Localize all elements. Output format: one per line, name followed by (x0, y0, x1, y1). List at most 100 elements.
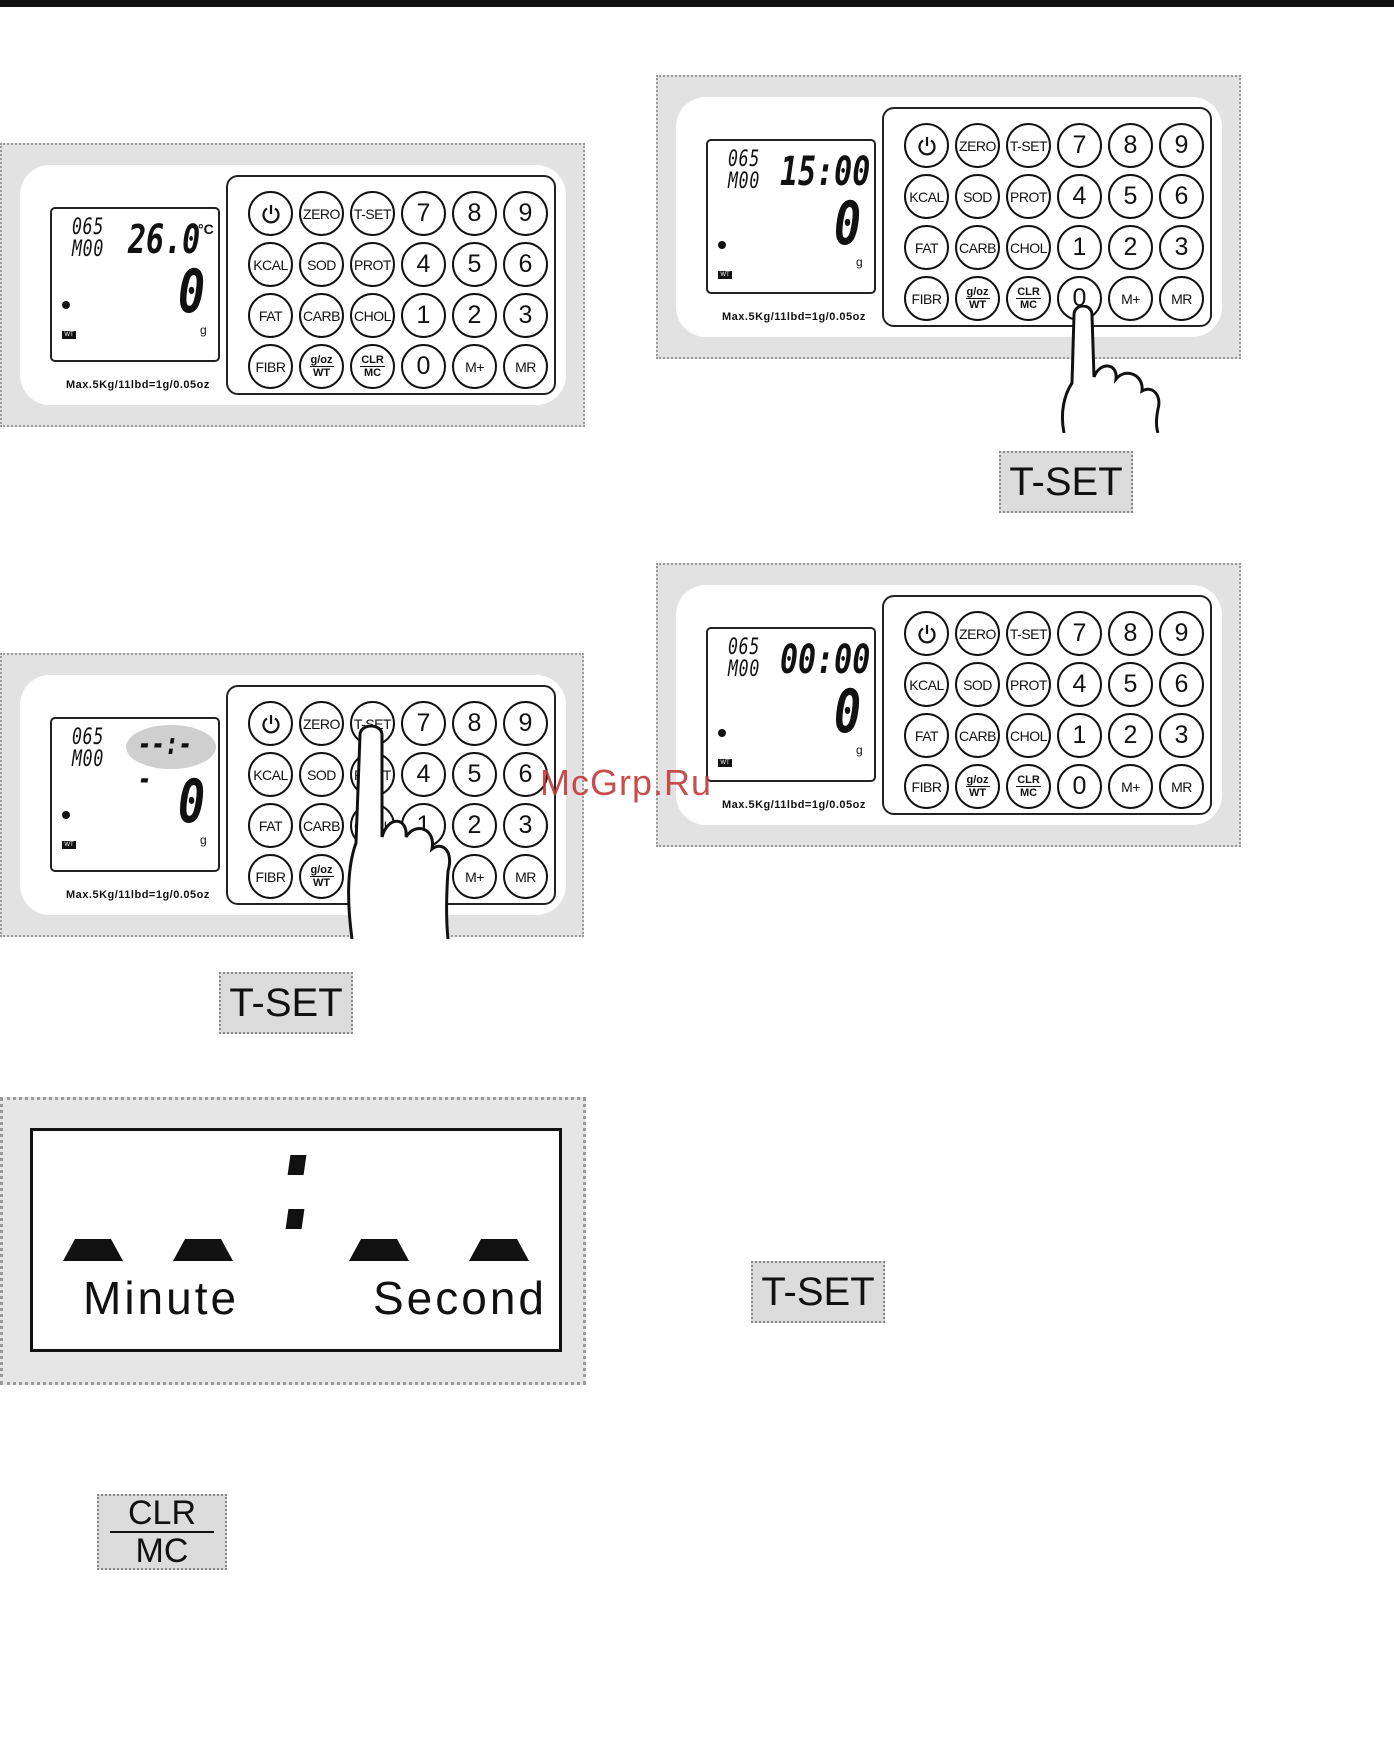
t-set-button[interactable]: T-SET (1006, 611, 1051, 656)
m-button[interactable]: M+ (1108, 764, 1153, 809)
power-button[interactable] (248, 701, 293, 746)
digit-7-button[interactable]: 7 (401, 191, 446, 236)
kcal-button[interactable]: KCAL (248, 242, 293, 287)
digit-9-button[interactable]: 9 (503, 191, 548, 236)
digit-5-button[interactable]: 5 (1108, 174, 1153, 219)
kcal-button[interactable]: KCAL (248, 752, 293, 797)
digit-9-button[interactable]: 9 (1159, 611, 1204, 656)
digit-3-button[interactable]: 3 (503, 293, 548, 338)
carb-button[interactable]: CARB (299, 803, 344, 848)
key-label: 5 (467, 760, 482, 788)
digit-4-button[interactable]: 4 (1057, 662, 1102, 707)
digit-7-button[interactable]: 7 (401, 701, 446, 746)
digit-5-button[interactable]: 5 (1108, 662, 1153, 707)
clr-label: CLR (109, 1495, 215, 1533)
digit-2-button[interactable]: 2 (1108, 225, 1153, 270)
sod-button[interactable]: SOD (299, 242, 344, 287)
mr-button[interactable]: MR (1159, 276, 1204, 321)
sod-button[interactable]: SOD (955, 662, 1000, 707)
fibr-button[interactable]: FIBR (248, 344, 293, 389)
digit-9-button[interactable]: 9 (503, 701, 548, 746)
prot-button[interactable]: PROT (1006, 662, 1051, 707)
mr-button[interactable]: MR (503, 344, 548, 389)
t-set-button[interactable]: T-SET (1006, 123, 1051, 168)
digit-1-button[interactable]: 1 (1057, 713, 1102, 758)
digit-5-button[interactable]: 5 (452, 752, 497, 797)
digit-0-button[interactable]: 0 (401, 344, 446, 389)
digit-6-button[interactable]: 6 (1159, 174, 1204, 219)
digit-2-button[interactable]: 2 (452, 293, 497, 338)
chol-button[interactable]: CHOL (1006, 713, 1051, 758)
kcal-button[interactable]: KCAL (904, 174, 949, 219)
scale-panel-3: 065 M00 15:00 0 g WT Max.5Kg/11lbd=1g/0.… (656, 75, 1241, 433)
fat-button[interactable]: FAT (904, 225, 949, 270)
power-button[interactable] (248, 191, 293, 236)
sod-button[interactable]: SOD (955, 174, 1000, 219)
fibr-button[interactable]: FIBR (904, 276, 949, 321)
mr-button[interactable]: MR (1159, 764, 1204, 809)
zero-button[interactable]: ZERO (955, 611, 1000, 656)
digit-3-button[interactable]: 3 (1159, 713, 1204, 758)
zero-button[interactable]: ZERO (299, 701, 344, 746)
key-label: KCAL (253, 766, 288, 783)
digit-1-button[interactable]: 1 (1057, 225, 1102, 270)
digit-3-button[interactable]: 3 (1159, 225, 1204, 270)
prot-button[interactable]: PROT (1006, 174, 1051, 219)
digit-8-button[interactable]: 8 (452, 701, 497, 746)
power-icon (261, 204, 280, 223)
fat-button[interactable]: FAT (904, 713, 949, 758)
power-button[interactable] (904, 611, 949, 656)
m-button[interactable]: M+ (1108, 276, 1153, 321)
key-label: 7 (416, 709, 431, 737)
food-code: 065 (728, 635, 761, 660)
lcd-display: 065 M00 00:00 0 g WT (706, 627, 876, 782)
key-label: 9 (1174, 619, 1189, 647)
fibr-button[interactable]: FIBR (904, 764, 949, 809)
digit-3-button[interactable]: 3 (503, 803, 548, 848)
key-label: 7 (1072, 619, 1087, 647)
chol-button[interactable]: CHOL (1006, 225, 1051, 270)
fat-button[interactable]: FAT (248, 803, 293, 848)
digit-8-button[interactable]: 8 (1108, 123, 1153, 168)
digit-6-button[interactable]: 6 (503, 752, 548, 797)
digit-4-button[interactable]: 4 (401, 242, 446, 287)
power-button[interactable] (904, 123, 949, 168)
digit-9-button[interactable]: 9 (1159, 123, 1204, 168)
mr-button[interactable]: MR (503, 854, 548, 899)
kcal-button[interactable]: KCAL (904, 662, 949, 707)
chol-button[interactable]: CHOL (350, 293, 395, 338)
fibr-button[interactable]: FIBR (248, 854, 293, 899)
m-button[interactable]: M+ (452, 344, 497, 389)
zero-button[interactable]: ZERO (299, 191, 344, 236)
fat-button[interactable]: FAT (248, 293, 293, 338)
digit-6-button[interactable]: 6 (1159, 662, 1204, 707)
sod-button[interactable]: SOD (299, 752, 344, 797)
digit-2-button[interactable]: 2 (1108, 713, 1153, 758)
memory-indicator: M00 (728, 657, 761, 682)
digit-1-button[interactable]: 1 (401, 293, 446, 338)
digit-6-button[interactable]: 6 (503, 242, 548, 287)
digit-7-button[interactable]: 7 (1057, 611, 1102, 656)
digit-7-button[interactable]: 7 (1057, 123, 1102, 168)
carb-button[interactable]: CARB (955, 713, 1000, 758)
digit-2-button[interactable]: 2 (452, 803, 497, 848)
digit-0-button[interactable]: 0 (1057, 764, 1102, 809)
carb-button[interactable]: CARB (955, 225, 1000, 270)
m-button[interactable]: M+ (452, 854, 497, 899)
t-set-button[interactable]: T-SET (350, 191, 395, 236)
digit-4-button[interactable]: 4 (1057, 174, 1102, 219)
digit-5-button[interactable]: 5 (452, 242, 497, 287)
digit-4-button[interactable]: 4 (401, 752, 446, 797)
zero-button[interactable]: ZERO (955, 123, 1000, 168)
prot-button[interactable]: PROT (350, 242, 395, 287)
digit-8-button[interactable]: 8 (452, 191, 497, 236)
carb-button[interactable]: CARB (299, 293, 344, 338)
digit-8-button[interactable]: 8 (1108, 611, 1153, 656)
